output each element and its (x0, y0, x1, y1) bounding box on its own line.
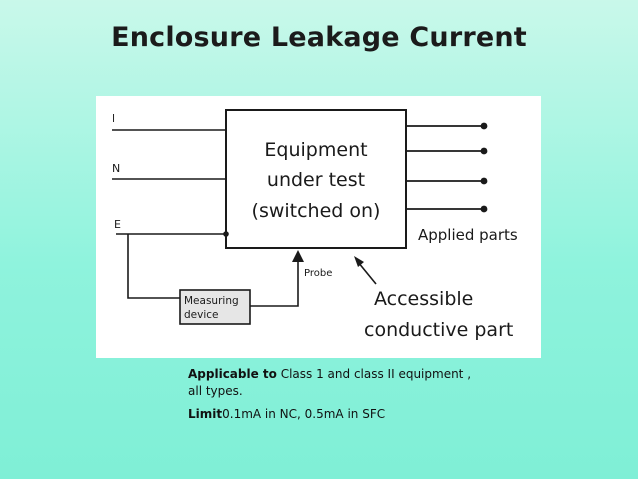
terminal-label-earth: E (114, 218, 121, 231)
applicable-note: Applicable to Class 1 and class II equip… (188, 366, 478, 400)
accessible-label-line1: Accessible (374, 288, 473, 310)
applicable-label: Applicable to (188, 367, 277, 381)
limit-text: 0.1mA in NC, 0.5mA in SFC (222, 407, 386, 421)
applied-part-terminal-4 (480, 205, 488, 213)
box-text-line3: (switched on) (252, 200, 381, 222)
notes-block: Applicable to Class 1 and class II equip… (188, 366, 478, 429)
limit-note: Limit0.1mA in NC, 0.5mA in SFC (188, 406, 478, 423)
probe-arrow-icon (292, 250, 304, 262)
measuring-lead (127, 234, 180, 299)
box-text-line2: under test (267, 169, 365, 191)
applied-part-terminal-2 (480, 147, 488, 155)
leakage-diagram: Measuring device l N E Equipment under t… (96, 96, 541, 358)
accessible-label-line2: conductive part (364, 319, 513, 341)
measuring-device (179, 289, 251, 325)
applicable-text: Class 1 and class II equipment , all typ… (188, 367, 472, 398)
probe-lead (250, 254, 299, 307)
accessible-part-pointer (357, 261, 377, 285)
accessible-part-arrow-icon (354, 256, 364, 267)
terminal-label-neutral: N (112, 162, 120, 175)
applied-part-terminal-1 (480, 122, 488, 130)
measuring-label-line2: device (184, 309, 219, 321)
earth-junction (223, 231, 229, 237)
limit-label: Limit (188, 407, 223, 421)
measuring-label-line1: Measuring (184, 295, 239, 307)
probe-label: Probe (304, 268, 332, 279)
slide-title: Enclosure Leakage Current (111, 22, 527, 53)
circuit-drawing: Measuring device l N E Equipment under t… (112, 109, 518, 341)
applied-part-terminal-3 (480, 177, 488, 185)
box-text-line1: Equipment (264, 139, 367, 161)
applied-parts-label: Applied parts (418, 226, 518, 244)
terminal-label-live: l (112, 112, 115, 125)
